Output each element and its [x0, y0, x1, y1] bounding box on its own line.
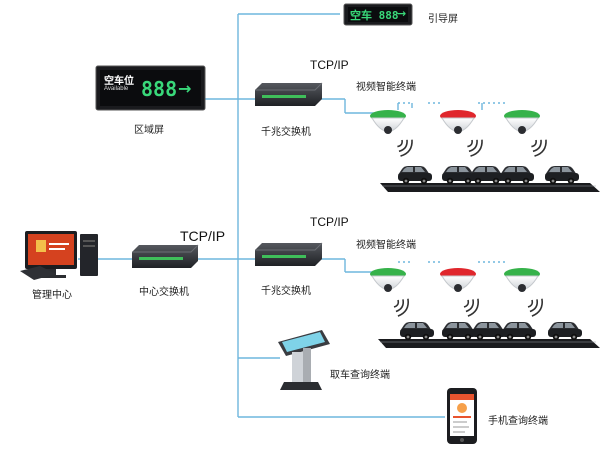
switch-icon	[255, 82, 323, 106]
area-screen-arrow: →	[178, 79, 192, 98]
area-screen-title: 空车位	[104, 76, 134, 87]
switch-top-label: 千兆交换机	[261, 127, 311, 138]
switch-icon	[132, 244, 199, 268]
guide-screen-arrow: →	[397, 7, 407, 20]
camera-icon	[440, 110, 476, 134]
switch-center-label: 中心交换机	[139, 287, 189, 298]
wifi-signal-icon	[390, 294, 547, 319]
phone-icon	[447, 388, 477, 444]
camera-icon	[504, 110, 540, 134]
kiosk-label: 取车查询终端	[330, 370, 390, 381]
camera-icon	[370, 110, 406, 134]
car-icon	[400, 322, 582, 341]
parking-lane	[378, 339, 600, 348]
guide-screen-icon	[343, 3, 413, 26]
computer-icon	[20, 231, 98, 280]
terminal-middle-label: 视频智能终端	[356, 240, 416, 251]
camera-icon	[504, 268, 540, 292]
switch-icon	[255, 242, 323, 266]
terminal-top-label: 视频智能终端	[356, 82, 416, 93]
wifi-signal-icon	[393, 134, 551, 160]
switch-middle-label: 千兆交换机	[261, 286, 311, 297]
car-icon	[398, 166, 579, 185]
area-screen-subtitle: Available	[104, 86, 129, 92]
connection-lines	[78, 13, 505, 418]
kiosk-icon	[278, 330, 330, 390]
area-screen-label: 区域屏	[134, 125, 164, 136]
protocol-label-top: TCP/IP	[310, 58, 349, 72]
area-screen-digits: 888	[141, 77, 178, 101]
camera-icon	[440, 268, 476, 292]
guide-screen-label: 引导屏	[428, 14, 458, 25]
guide-screen-display: 空车 888	[350, 9, 399, 22]
area-screen-icon	[95, 65, 206, 111]
parking-lane	[380, 183, 600, 192]
protocol-label-middle: TCP/IP	[310, 215, 349, 229]
management-label: 管理中心	[32, 290, 72, 301]
camera-icon	[370, 268, 406, 292]
phone-label: 手机查询终端	[488, 416, 548, 427]
protocol-label-left: TCP/IP	[180, 228, 226, 244]
